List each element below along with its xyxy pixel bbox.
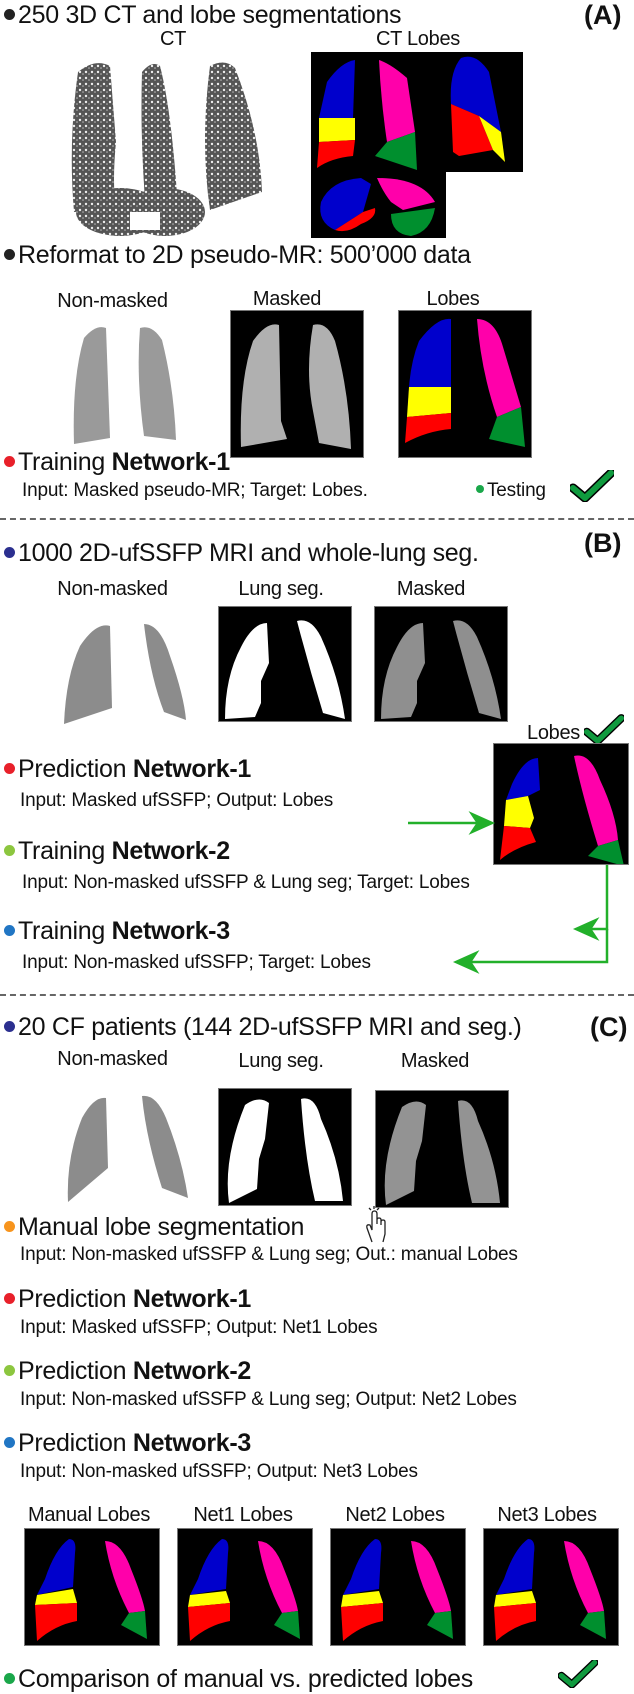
net1-lobes-image — [177, 1528, 313, 1646]
bullet-dot-lightgreen — [4, 844, 15, 856]
network-label: Network-1 — [132, 755, 251, 783]
net3-lobes-image — [483, 1528, 619, 1646]
item-prefix: Prediction — [18, 755, 133, 783]
c-prediction-network-3-sub: Input: Non-masked ufSSFP; Output: Net3 L… — [20, 1461, 418, 1482]
section-a-title: 250 3D CT and lobe segmentations — [18, 1, 402, 29]
pseudo-mr-masked-image — [230, 310, 364, 458]
img-label-lung-seg: Lung seg. — [238, 1050, 324, 1072]
ct-lobes-image — [311, 52, 523, 238]
bullet-dot-orange — [4, 1220, 15, 1232]
training-prefix: Training — [18, 448, 112, 476]
b-prediction-network-1-heading: Prediction Network-1 — [4, 754, 251, 784]
bullet-dot-green — [476, 484, 484, 493]
ufssfp-non-masked-image — [60, 616, 200, 726]
check-icon — [558, 1660, 598, 1688]
bullet-dot-blue — [4, 1436, 15, 1448]
check-icon — [570, 470, 614, 502]
check-icon — [584, 714, 624, 746]
b-training-network-3-sub: Input: Non-masked ufSSFP; Target: Lobes — [22, 952, 371, 973]
manual-lobe-seg-heading: Manual lobe segmentation — [4, 1212, 304, 1242]
img-label-masked: Masked — [396, 578, 466, 600]
bullet-dot-red — [4, 762, 15, 774]
img-label-lung-seg: Lung seg. — [238, 578, 324, 600]
testing-label: Testing — [476, 480, 546, 502]
item-prefix: Prediction — [18, 1357, 133, 1385]
item-prefix: Prediction — [18, 1429, 133, 1457]
network-label: Network-1 — [132, 1285, 251, 1313]
result-label-net1: Net1 Lobes — [193, 1504, 293, 1526]
training-network-1-heading: Training Network-1 — [4, 447, 230, 477]
bullet-dot-black — [4, 8, 15, 20]
bullet-dot-navy — [4, 546, 15, 558]
c-prediction-network-2-sub: Input: Non-masked ufSSFP & Lung seg; Out… — [20, 1389, 517, 1410]
predicted-lobes-image — [493, 743, 629, 865]
section-b-title: 1000 2D-ufSSFP MRI and whole-lung seg. — [18, 539, 479, 567]
comparison-title: Comparison of manual vs. predicted lobes — [18, 1665, 473, 1693]
panel-label-a: (A) — [584, 0, 622, 30]
pseudo-mr-non-masked-image — [70, 318, 190, 448]
reformat-heading: Reformat to 2D pseudo-MR: 500’000 data — [4, 240, 471, 270]
network-label: Network-3 — [132, 1429, 251, 1457]
cf-non-masked-image — [64, 1078, 194, 1206]
training-network-1-sub: Input: Masked pseudo-MR; Target: Lobes. — [22, 480, 368, 501]
b-training-network-2-heading: Training Network-2 — [4, 836, 230, 866]
img-label-non-masked: Non-masked — [57, 1048, 168, 1070]
manual-lobe-seg-sub: Input: Non-masked ufSSFP & Lung seg; Out… — [20, 1244, 518, 1265]
network-label: Network-2 — [111, 837, 230, 865]
result-label-manual: Manual Lobes — [27, 1504, 151, 1526]
c-prediction-network-2-heading: Prediction Network-2 — [4, 1356, 251, 1386]
bullet-dot-navy — [4, 1020, 15, 1032]
testing-text: Testing — [487, 480, 546, 501]
img-label-masked: Masked — [252, 288, 322, 310]
img-label-masked: Masked — [400, 1050, 470, 1072]
reformat-title: Reformat to 2D pseudo-MR: 500’000 data — [18, 241, 471, 269]
network-1-label: Network-1 — [111, 448, 230, 476]
result-label-net2: Net2 Lobes — [345, 1504, 445, 1526]
bullet-dot-red — [4, 1292, 15, 1304]
ufssfp-masked-image — [374, 606, 508, 722]
section-b-heading: 1000 2D-ufSSFP MRI and whole-lung seg. — [4, 538, 479, 568]
ct-lobes-label: CT Lobes — [376, 28, 460, 50]
bullet-dot-green — [4, 1672, 15, 1684]
manual-title: Manual lobe segmentation — [18, 1213, 305, 1241]
comparison-heading: Comparison of manual vs. predicted lobes — [4, 1664, 473, 1694]
ct-image — [60, 52, 280, 238]
bullet-dot-blue — [4, 924, 15, 936]
result-label-net3: Net3 Lobes — [497, 1504, 597, 1526]
net2-lobes-image — [330, 1528, 466, 1646]
section-c-title: 20 CF patients (144 2D-ufSSFP MRI and se… — [18, 1013, 522, 1041]
panel-label-b: (B) — [584, 528, 622, 558]
network-label: Network-3 — [111, 917, 230, 945]
b-prediction-network-1-sub: Input: Masked ufSSFP; Output: Lobes — [20, 790, 334, 811]
pseudo-mr-lobes-image — [398, 310, 532, 458]
bullet-dot-red — [4, 455, 15, 467]
item-prefix: Prediction — [18, 1285, 133, 1313]
c-prediction-network-1-heading: Prediction Network-1 — [4, 1284, 251, 1314]
bullet-dot-black — [4, 248, 15, 260]
c-prediction-network-1-sub: Input: Masked ufSSFP; Output: Net1 Lobes — [20, 1317, 378, 1338]
cf-lung-seg-image — [218, 1088, 352, 1206]
ct-label: CT — [159, 28, 187, 50]
b-training-network-3-heading: Training Network-3 — [4, 916, 230, 946]
img-label-non-masked: Non-masked — [57, 578, 168, 600]
panel-label-c: (C) — [590, 1012, 628, 1042]
bullet-dot-lightgreen — [4, 1364, 15, 1376]
manual-lobes-image — [24, 1528, 160, 1646]
divider-b-c — [0, 994, 634, 996]
ufssfp-lung-seg-image — [218, 606, 352, 722]
img-label-lobes: Lobes — [426, 288, 480, 310]
item-prefix: Training — [18, 837, 112, 865]
item-prefix: Training — [18, 917, 112, 945]
hand-pointer-icon — [364, 1206, 390, 1244]
section-a-heading: 250 3D CT and lobe segmentations — [4, 0, 402, 30]
b-training-network-2-sub: Input: Non-masked ufSSFP & Lung seg; Tar… — [22, 872, 470, 893]
divider-a-b — [0, 518, 634, 520]
c-prediction-network-3-heading: Prediction Network-3 — [4, 1428, 251, 1458]
cf-masked-image — [375, 1090, 509, 1208]
img-label-non-masked: Non-masked — [57, 290, 168, 312]
lobes-label: Lobes — [527, 722, 580, 744]
section-c-heading: 20 CF patients (144 2D-ufSSFP MRI and se… — [4, 1012, 522, 1042]
network-label: Network-2 — [132, 1357, 251, 1385]
